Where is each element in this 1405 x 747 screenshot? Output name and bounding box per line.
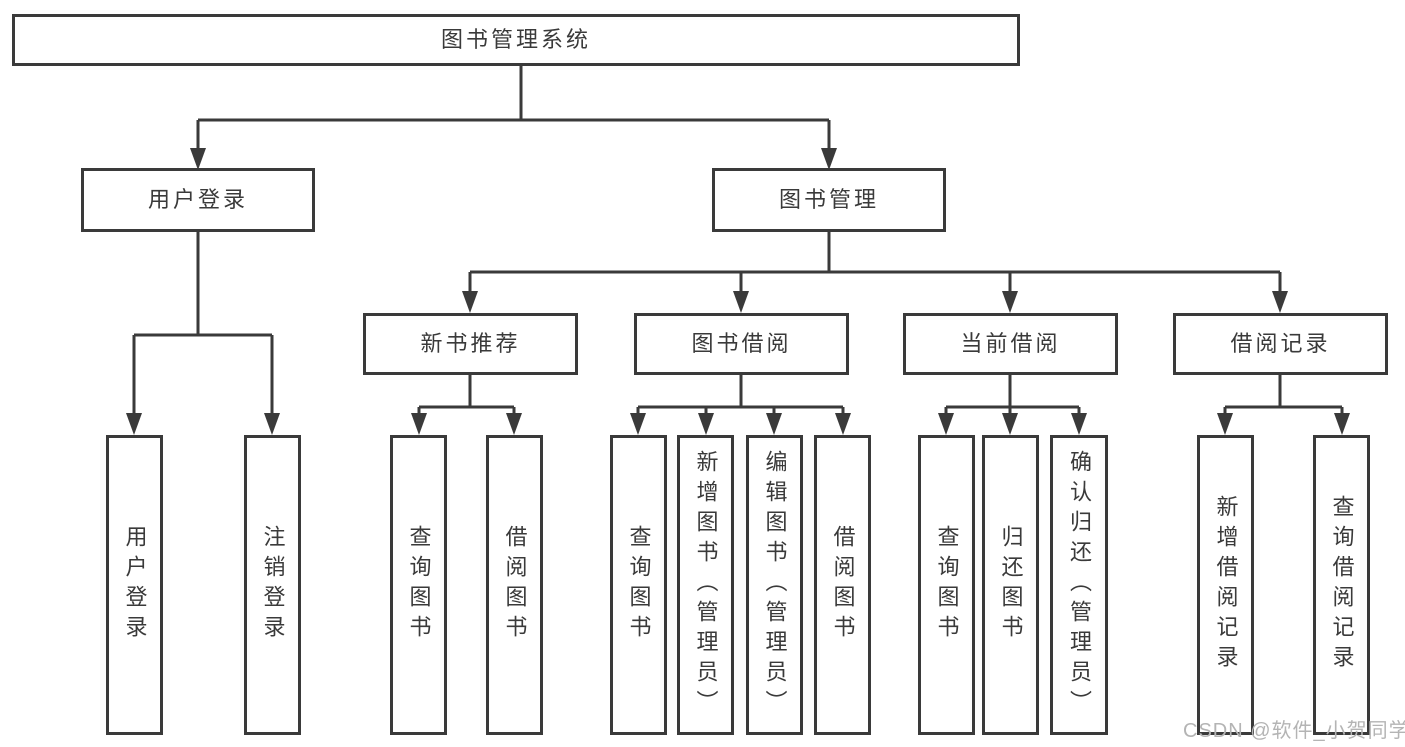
arrow-down-icon [1217, 413, 1233, 435]
leaf-query-borrow-record: 查询借阅记录 [1313, 435, 1370, 735]
node-new-book-recommend: 新书推荐 [363, 313, 578, 375]
arrowhead-icons [126, 148, 1350, 435]
leaf-user-login: 用户登录 [106, 435, 163, 735]
node-borrowing-records: 借阅记录 [1173, 313, 1388, 375]
leaf-query-books: 查询图书 [918, 435, 975, 735]
leaf-confirm-return-admin: 确认归还（管理员） [1050, 435, 1108, 735]
node-user-login: 用户登录 [81, 168, 315, 232]
node-current-borrowing: 当前借阅 [903, 313, 1118, 375]
leaf-add-borrow-record: 新增借阅记录 [1197, 435, 1254, 735]
arrow-down-icon [126, 413, 142, 435]
leaf-logout: 注销登录 [244, 435, 301, 735]
arrow-down-icon [1334, 413, 1350, 435]
arrow-down-icon [411, 413, 427, 435]
arrow-down-icon [264, 413, 280, 435]
arrow-down-icon [835, 413, 851, 435]
arrow-down-icon [698, 413, 714, 435]
leaf-query-books: 查询图书 [610, 435, 667, 735]
arrow-down-icon [733, 291, 749, 313]
arrow-down-icon [1071, 413, 1087, 435]
leaf-borrow-books: 借阅图书 [814, 435, 871, 735]
leaf-borrow-books: 借阅图书 [486, 435, 543, 735]
arrow-down-icon [462, 291, 478, 313]
arrow-down-icon [766, 413, 782, 435]
arrow-down-icon [1002, 413, 1018, 435]
arrow-down-icon [1002, 291, 1018, 313]
arrow-down-icon [821, 148, 837, 170]
leaf-query-books: 查询图书 [390, 435, 447, 735]
arrow-down-icon [190, 148, 206, 170]
node-book-borrowing: 图书借阅 [634, 313, 849, 375]
arrow-down-icon [938, 413, 954, 435]
arrow-down-icon [630, 413, 646, 435]
leaf-add-book-admin: 新增图书（管理员） [677, 435, 734, 735]
arrow-down-icon [506, 413, 522, 435]
csdn-watermark: CSDN @软件_小贺同学 [1183, 720, 1405, 742]
node-book-management: 图书管理 [712, 168, 946, 232]
leaf-return-books: 归还图书 [982, 435, 1039, 735]
node-library-management-system: 图书管理系统 [12, 14, 1020, 66]
leaf-edit-book-admin: 编辑图书（管理员） [746, 435, 803, 735]
arrow-down-icon [1272, 291, 1288, 313]
